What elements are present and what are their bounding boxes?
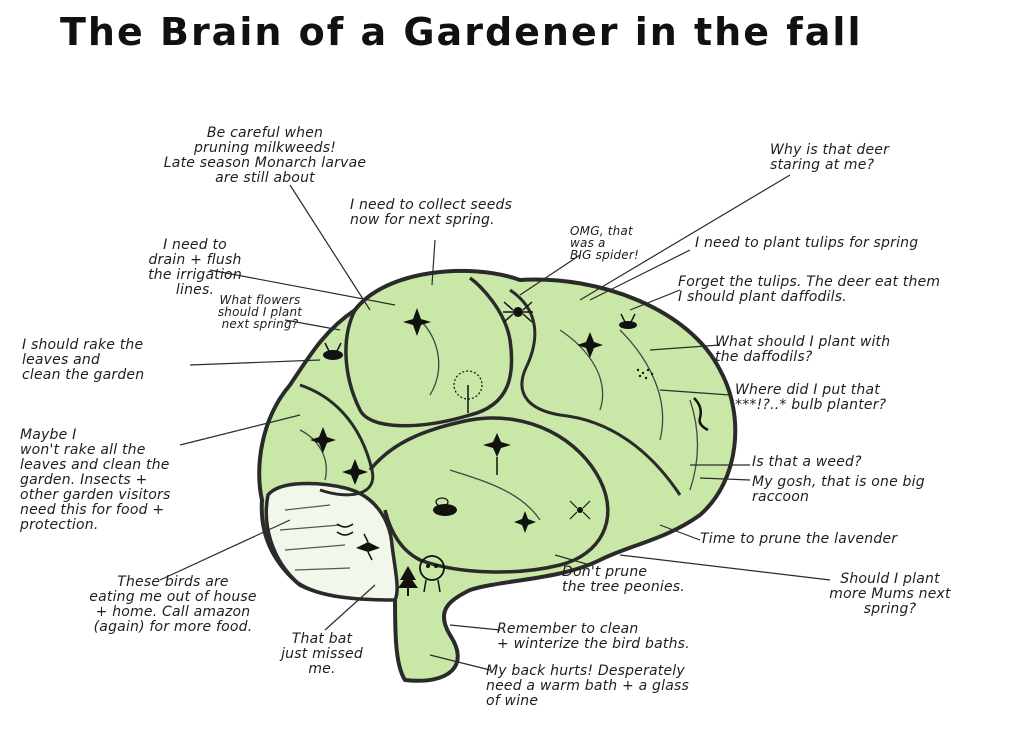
annotation-weed: Is that a weed? <box>752 454 862 470</box>
page-title: The Brain of a Gardener in the fall <box>60 10 863 54</box>
annotation-bat: That bat just missed me. <box>281 631 363 677</box>
annotation-raccoon: My gosh, that is one big raccoon <box>752 474 925 505</box>
sulcus-line <box>689 399 699 491</box>
annotation-bird-baths: Remember to clean + winterize the bird b… <box>497 621 690 652</box>
raccoon-icon <box>419 555 445 593</box>
pointer-lines <box>159 174 831 671</box>
annotation-irrigation: I need to drain + flush the irrigation l… <box>148 237 242 298</box>
brain-outline <box>257 268 738 683</box>
annotation-bulb-planter: Where did I put that ***!?..* bulb plant… <box>735 382 887 413</box>
lobe-line-parietal <box>509 288 682 496</box>
annotation-birds: These birds are eating me out of house +… <box>89 574 257 635</box>
sulcus-line <box>559 329 604 411</box>
annotation-plant-tulips: I need to plant tulips for spring <box>695 235 919 251</box>
spider-icon <box>569 500 591 520</box>
annotation-forget-tulips: Forget the tulips. The deer eat them I s… <box>678 274 941 305</box>
sulcus-line <box>299 429 327 481</box>
tree-icon <box>453 370 483 413</box>
lobe-line-temporal <box>368 416 610 574</box>
annotation-plant-with-daffodils: What should I plant with the daffodils? <box>715 334 891 365</box>
annotation-deer-staring: Why is that deer staring at me? <box>770 142 890 173</box>
flower-icon <box>310 427 336 453</box>
lizard-icon <box>693 397 709 432</box>
lobe-line-occipital <box>299 383 375 497</box>
sulcus-line <box>279 504 351 571</box>
plant-icon <box>483 433 511 475</box>
insect-icon <box>336 523 354 536</box>
annotation-collect-seeds: I need to collect seeds now for next spr… <box>350 197 513 228</box>
tree-icon <box>398 566 418 596</box>
flower-icon <box>342 459 368 485</box>
bird-icon <box>356 533 380 561</box>
insect-icon <box>323 342 343 360</box>
annotation-careful-pruning: Be careful when pruning milkweeds! Late … <box>163 125 367 186</box>
annotation-lavender: Time to prune the lavender <box>700 531 898 547</box>
annotation-peonies: Don't prune the tree peonies. <box>562 564 685 595</box>
sulcus-line <box>449 469 541 521</box>
flower-icon <box>403 308 431 336</box>
sulcus-line <box>419 319 440 396</box>
bee-icon <box>433 497 457 516</box>
dots-icon <box>636 368 654 380</box>
annotation-maybe-not-rake: Maybe I won't rake all the leaves and cl… <box>20 427 171 533</box>
annotation-rake-leaves: I should rake the leaves and clean the g… <box>22 337 145 383</box>
annotation-mums: Should I plant more Mums next spring? <box>829 571 951 617</box>
insect-icon <box>619 313 637 329</box>
annotation-big-spider: OMG, that was a BIG spider! <box>570 224 640 262</box>
annotation-back-hurts: My back hurts! Desperately need a warm b… <box>486 663 689 709</box>
sulcus-line <box>619 329 664 441</box>
flower-icon <box>514 511 536 533</box>
brain-lower-region <box>264 481 399 602</box>
spider-icon <box>503 301 533 323</box>
lobe-line-frontal <box>344 276 514 428</box>
flower-icon <box>577 332 603 358</box>
annotation-what-flowers: What flowers should I plant next spring? <box>217 293 303 331</box>
